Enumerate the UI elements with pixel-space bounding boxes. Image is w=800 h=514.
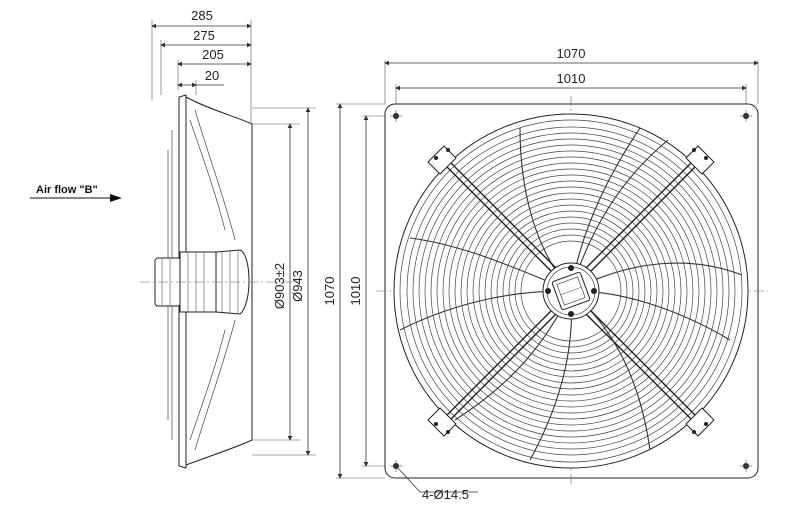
holes-label: 4-Ø14.5 (422, 487, 469, 502)
airflow-label: Air flow "B" (36, 184, 98, 196)
terminal-box (551, 271, 591, 311)
guard-grille (406, 126, 736, 456)
airflow-arrow-icon (110, 194, 122, 202)
side-view: 285 275 205 20 (30, 8, 316, 469)
strut-bracket (427, 407, 457, 437)
dim-285: 285 (191, 8, 213, 23)
dim-205: 205 (202, 47, 224, 62)
mounting-hole-icon (390, 110, 402, 122)
dim-1070-w: 1070 (557, 46, 586, 61)
dim-943: Ø943 (290, 270, 305, 302)
dim-1070-h: 1070 (322, 277, 337, 306)
front-view: 1070 1010 1070 1010 (322, 46, 768, 502)
mounting-hole-icon (740, 110, 752, 122)
dim-275: 275 (193, 28, 215, 43)
strut-bracket (685, 407, 715, 437)
dim-20: 20 (205, 68, 219, 83)
dim-1010-h: 1010 (348, 277, 363, 306)
strut-bracket (685, 145, 715, 175)
strut-bracket (427, 145, 457, 175)
dim-1010-w: 1010 (557, 71, 586, 86)
dim-903: Ø903±2 (272, 263, 287, 309)
support-struts (439, 155, 703, 427)
mounting-hole-icon (740, 460, 752, 472)
